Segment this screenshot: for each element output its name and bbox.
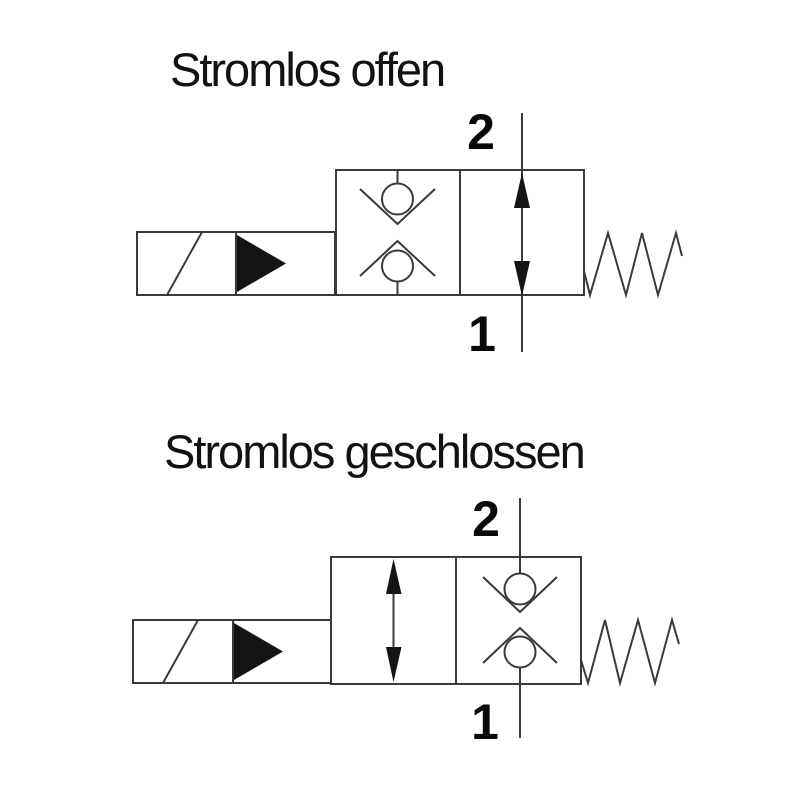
arrowhead-up [514, 173, 530, 208]
check-valve-top-icon [482, 572, 558, 614]
spring-icon [580, 616, 680, 687]
diagram-title-stromlos-offen: Stromlos offen [170, 43, 446, 96]
solenoid-actuator-icon [132, 619, 332, 684]
solenoid-arrow-icon [234, 623, 283, 680]
solenoid-box [136, 231, 336, 296]
port-label-2-top: 2 [467, 104, 495, 160]
valve-body [335, 169, 585, 296]
spring-icon [583, 229, 683, 299]
flow-arrow-icon [386, 559, 402, 682]
valve-body-box [330, 556, 582, 685]
solenoid-slash-icon [166, 231, 203, 296]
port-label-1-bottom: 1 [468, 306, 496, 362]
valve-body-box [335, 169, 585, 296]
arrowhead-up [386, 559, 402, 594]
solenoid-slash-icon [162, 619, 199, 684]
check-valve-bottom-icon [482, 626, 558, 669]
port-label-1-bottom: 1 [471, 694, 499, 750]
solenoid-arrow-icon [237, 235, 286, 292]
check-valve-bottom-icon [359, 239, 436, 295]
arrowhead-down [386, 647, 402, 682]
solenoid-box [132, 619, 332, 684]
diagram-title-stromlos-geschlossen: Stromlos geschlossen [164, 425, 586, 478]
port-label-2-top: 2 [472, 491, 500, 547]
solenoid-actuator-icon [136, 231, 336, 296]
arrowhead-down [514, 261, 530, 296]
check-valve-top-icon [359, 170, 436, 226]
valve-body [330, 556, 582, 685]
flow-arrow-icon [514, 173, 530, 296]
